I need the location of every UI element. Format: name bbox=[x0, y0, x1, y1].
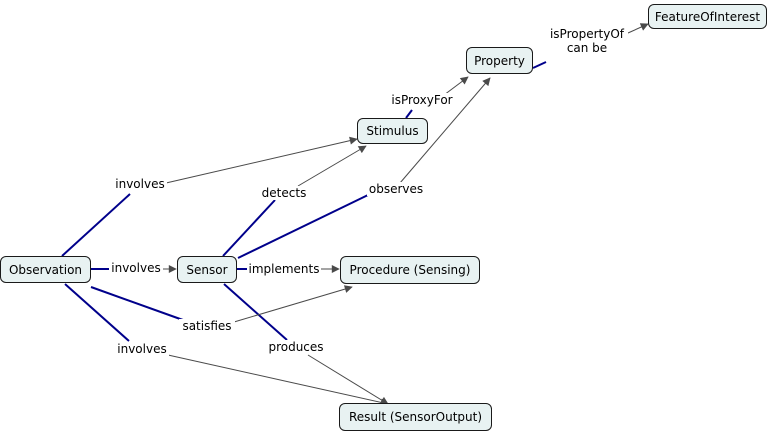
arrow-involves-stimulus bbox=[165, 136, 358, 184]
link-label-observation-involves-stimulus: involves bbox=[113, 177, 167, 191]
link-label-isPropertyOf-line1: isPropertyOf bbox=[549, 27, 625, 41]
edge-stimulus-isProxyFor bbox=[405, 109, 413, 119]
arrow-produces-result bbox=[307, 354, 389, 405]
link-label-produces: produces bbox=[266, 340, 326, 354]
link-label-isProxyFor: isProxyFor bbox=[388, 93, 456, 107]
arrow-observes-property bbox=[399, 77, 491, 184]
node-observation[interactable]: Observation bbox=[0, 256, 91, 283]
node-sensor[interactable]: Sensor bbox=[177, 256, 237, 283]
edge-sensor-produces bbox=[223, 283, 288, 341]
node-stimulus[interactable]: Stimulus bbox=[357, 118, 428, 144]
node-feature-of-interest[interactable]: FeatureOfInterest bbox=[648, 4, 767, 29]
link-label-isPropertyOf: isPropertyOf can be bbox=[546, 27, 628, 55]
arrow-involves-result bbox=[167, 354, 389, 407]
node-result-sensor-output[interactable]: Result (SensorOutput) bbox=[339, 403, 492, 431]
arrow-detects-stimulus bbox=[297, 145, 367, 187]
link-label-detects: detects bbox=[259, 186, 309, 200]
link-label-observation-involves-result: involves bbox=[115, 342, 169, 356]
edge-sensor-observes bbox=[237, 194, 369, 259]
edge-observation-involves-result bbox=[64, 283, 130, 342]
edge-observation-involves-stimulus bbox=[61, 193, 131, 257]
node-property[interactable]: Property bbox=[466, 47, 533, 74]
link-label-isPropertyOf-line2: can be bbox=[566, 41, 608, 55]
node-procedure-sensing[interactable]: Procedure (Sensing) bbox=[340, 256, 480, 284]
link-label-observes: observes bbox=[367, 182, 425, 196]
arrow-isPropertyOf-featureofinterest bbox=[627, 23, 649, 34]
edge-property-isPropertyOf bbox=[532, 61, 547, 69]
link-label-implements: implements bbox=[247, 262, 321, 276]
edge-sensor-detects bbox=[222, 199, 276, 257]
edge-observation-satisfies bbox=[90, 286, 184, 321]
link-label-satisfies: satisfies bbox=[179, 319, 235, 333]
arrow-satisfies-procedure bbox=[233, 285, 353, 323]
link-label-observation-involves-sensor: involves bbox=[109, 261, 163, 275]
